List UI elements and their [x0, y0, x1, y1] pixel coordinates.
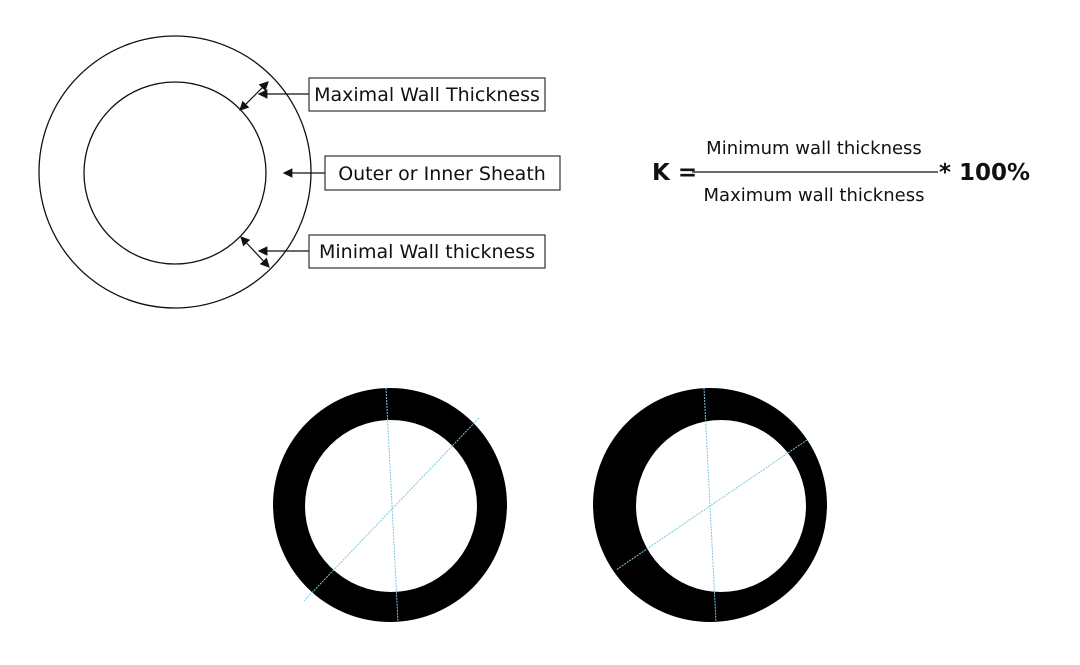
formula: K = Minimum wall thickness Maximum wall … [652, 138, 1030, 206]
measure-line-vertical [703, 387, 717, 623]
measure-line-diagonal [303, 417, 480, 602]
min-thickness-measure-arrow [240, 236, 270, 268]
max-wall-label: Maximal Wall Thickness [314, 84, 540, 106]
ring-example-left [273, 387, 507, 623]
formula-denominator: Maximum wall thickness [704, 185, 925, 206]
measure-line-vertical [385, 387, 399, 623]
outer-circle [38, 35, 312, 309]
sheath-label: Outer or Inner Sheath [338, 163, 546, 185]
sheath-label-box [324, 155, 561, 191]
ring-right [593, 388, 827, 622]
formula-multiplier: * 100% [939, 160, 1030, 186]
sheath-schematic: Maximal Wall Thickness Outer or Inner Sh… [38, 35, 561, 309]
formula-numerator: Minimum wall thickness [706, 138, 922, 159]
ring-left [273, 388, 507, 622]
min-wall-label: Minimal Wall thickness [319, 241, 535, 263]
min-wall-label-box [308, 234, 546, 269]
max-wall-label-box [308, 77, 546, 112]
ring-example-right [593, 387, 827, 623]
inner-circle [83, 81, 267, 265]
max-thickness-measure-arrow [239, 81, 269, 111]
formula-lhs: K = [652, 160, 697, 186]
measure-line-diagonal [615, 439, 808, 571]
